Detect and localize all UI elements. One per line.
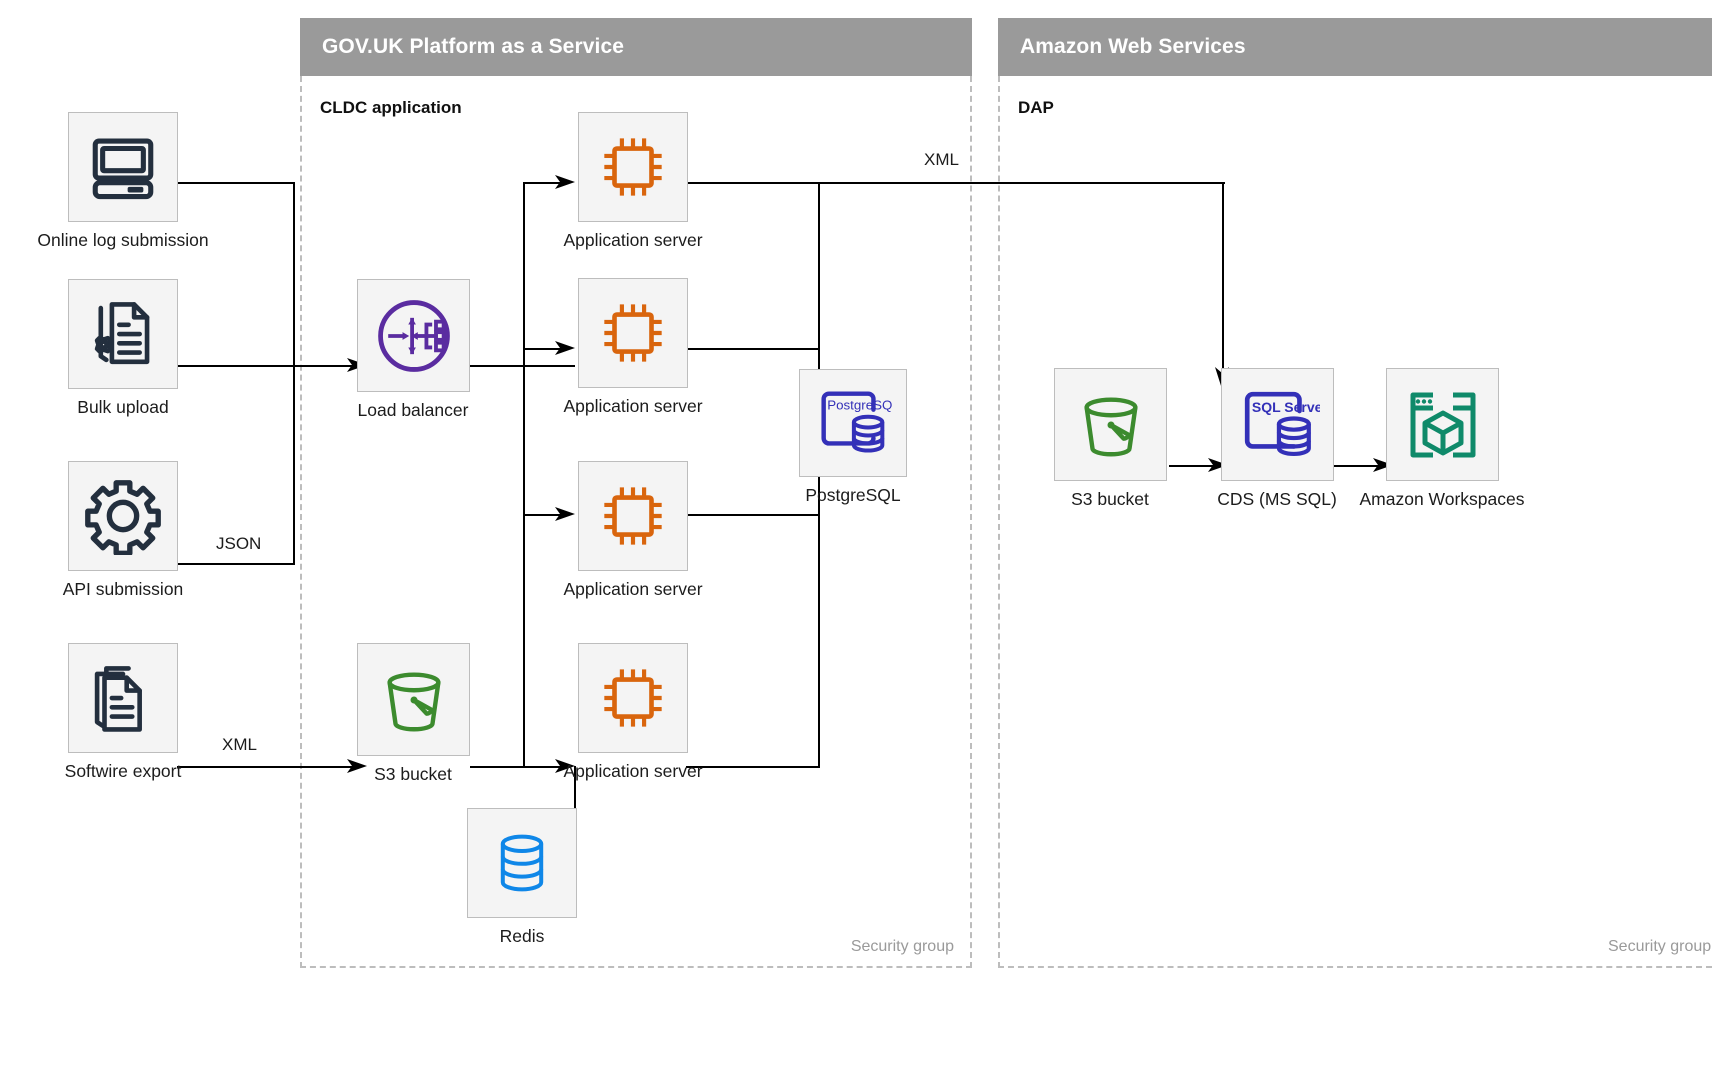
s3-bucket-icon <box>1083 396 1138 456</box>
svg-text:SQL Server: SQL Server <box>1251 398 1319 414</box>
node-label-redis: Redis <box>499 926 545 946</box>
arrowhead-into-app-server-1 <box>555 175 575 189</box>
desktop-computer-icon <box>92 138 154 200</box>
arrowhead-into-app-server-3 <box>555 507 575 521</box>
edge-label-json: JSON <box>212 534 266 554</box>
tile-bulk-upload[interactable] <box>68 279 178 389</box>
tile-amazon-workspaces[interactable] <box>1386 368 1499 481</box>
node-label-cds-ms-sql: CDS (MS SQL) <box>1217 489 1337 509</box>
sql-server-icon: SQL Server <box>1244 391 1320 456</box>
group-subtitle-cldc-application: CLDC application <box>320 98 462 117</box>
node-label-s3-bucket-paas: S3 bucket <box>374 764 452 784</box>
node-label-app-server-4: Application server <box>563 761 703 781</box>
tile-app-server-4[interactable] <box>578 643 688 753</box>
group-title-govuk-paas: GOV.UK Platform as a Service <box>300 18 972 76</box>
edge-to-app-server-2 <box>523 348 565 351</box>
tile-app-server-2[interactable] <box>578 278 688 388</box>
node-label-app-server-1: Application server <box>563 230 703 250</box>
tile-load-balancer[interactable] <box>357 279 470 392</box>
edge-online-log-to-bus <box>177 182 295 185</box>
cpu-chip-icon <box>604 487 662 545</box>
gear-icon <box>85 480 161 555</box>
group-body-govuk-paas <box>300 76 972 968</box>
edge-label-xml-softwire: XML <box>218 735 261 755</box>
edge-xml-to-aws <box>686 182 1225 185</box>
tile-postgresql[interactable]: PostgreSQL <box>799 369 907 477</box>
edge-app-server-4-out <box>686 766 820 769</box>
arrowhead-into-workspaces <box>1373 458 1393 472</box>
s3-bucket-icon <box>386 671 441 731</box>
group-body-aws <box>998 76 1712 968</box>
tile-app-server-1[interactable] <box>578 112 688 222</box>
node-label-app-server-3: Application server <box>563 579 703 599</box>
node-label-app-server-2: Application server <box>563 396 703 416</box>
svg-text:PostgreSQL: PostgreSQL <box>827 398 893 413</box>
tile-api-submission[interactable] <box>68 461 178 571</box>
node-label-postgresql: PostgreSQL <box>805 485 901 505</box>
edge-app-fan-bus <box>523 182 526 768</box>
edge-to-app-server-1 <box>523 182 565 185</box>
postgresql-database-icon: PostgreSQL <box>821 391 893 453</box>
node-label-softwire-export: Softwire export <box>64 761 182 781</box>
amazon-workspaces-icon <box>1410 392 1475 457</box>
node-label-bulk-upload: Bulk upload <box>77 397 169 417</box>
edge-bus-vertical-bottom <box>293 365 296 565</box>
tile-redis[interactable] <box>467 808 577 918</box>
arrowhead-into-app-server-2 <box>555 341 575 355</box>
edge-label-xml-app-to-s3: XML <box>920 150 963 170</box>
edge-to-app-server-3 <box>523 514 565 517</box>
tile-app-server-3[interactable] <box>578 461 688 571</box>
edge-s3-aws-to-cds <box>1169 465 1227 468</box>
arrowhead-into-app-server-4 <box>555 759 575 773</box>
cpu-chip-icon <box>604 669 662 727</box>
document-settings-icon <box>94 302 150 365</box>
group-title-aws: Amazon Web Services <box>998 18 1712 76</box>
redis-database-icon <box>500 834 544 892</box>
tile-s3-bucket-aws[interactable] <box>1054 368 1167 481</box>
documents-stack-icon <box>94 666 142 732</box>
edge-s3-paas-to-app-server-4 <box>470 766 565 769</box>
cpu-chip-icon <box>604 304 662 362</box>
node-label-load-balancer: Load balancer <box>357 400 469 420</box>
tile-s3-bucket-paas[interactable] <box>357 643 470 756</box>
arrowhead-into-cds <box>1208 458 1228 472</box>
edge-xml-down-to-s3 <box>1222 182 1225 385</box>
edge-api-to-bus <box>177 563 295 566</box>
cpu-chip-icon <box>604 138 662 196</box>
group-subtitle-dap: DAP <box>1018 98 1054 117</box>
tile-softwire-export[interactable] <box>68 643 178 753</box>
group-amazon-web-services: Amazon Web Services DAP Security group <box>998 18 1712 968</box>
edge-cds-to-workspaces <box>1334 465 1392 468</box>
node-label-api-submission: API submission <box>62 579 184 599</box>
edge-app-server-2-out <box>686 348 820 351</box>
node-label-amazon-workspaces: Amazon Workspaces <box>1359 489 1525 509</box>
load-balancer-icon <box>377 299 450 372</box>
tile-cds-ms-sql[interactable]: SQL Server <box>1221 368 1334 481</box>
group-govuk-paas: GOV.UK Platform as a Service CLDC applic… <box>300 18 972 968</box>
arrowhead-into-s3-bucket-paas <box>347 759 367 773</box>
edge-bulk-upload-to-load-balancer <box>177 365 355 368</box>
node-label-online-log-submission: Online log submission <box>37 230 209 250</box>
edge-load-balancer-out <box>470 365 575 368</box>
edge-softwire-to-s3 <box>177 766 355 769</box>
security-group-label-aws: Security group <box>1608 938 1712 955</box>
edge-app-server-3-out <box>686 514 820 517</box>
security-group-label-paas: Security group <box>850 938 954 955</box>
node-label-s3-bucket-aws: S3 bucket <box>1071 489 1149 509</box>
edge-bus-vertical-top <box>293 182 296 366</box>
tile-online-log-submission[interactable] <box>68 112 178 222</box>
